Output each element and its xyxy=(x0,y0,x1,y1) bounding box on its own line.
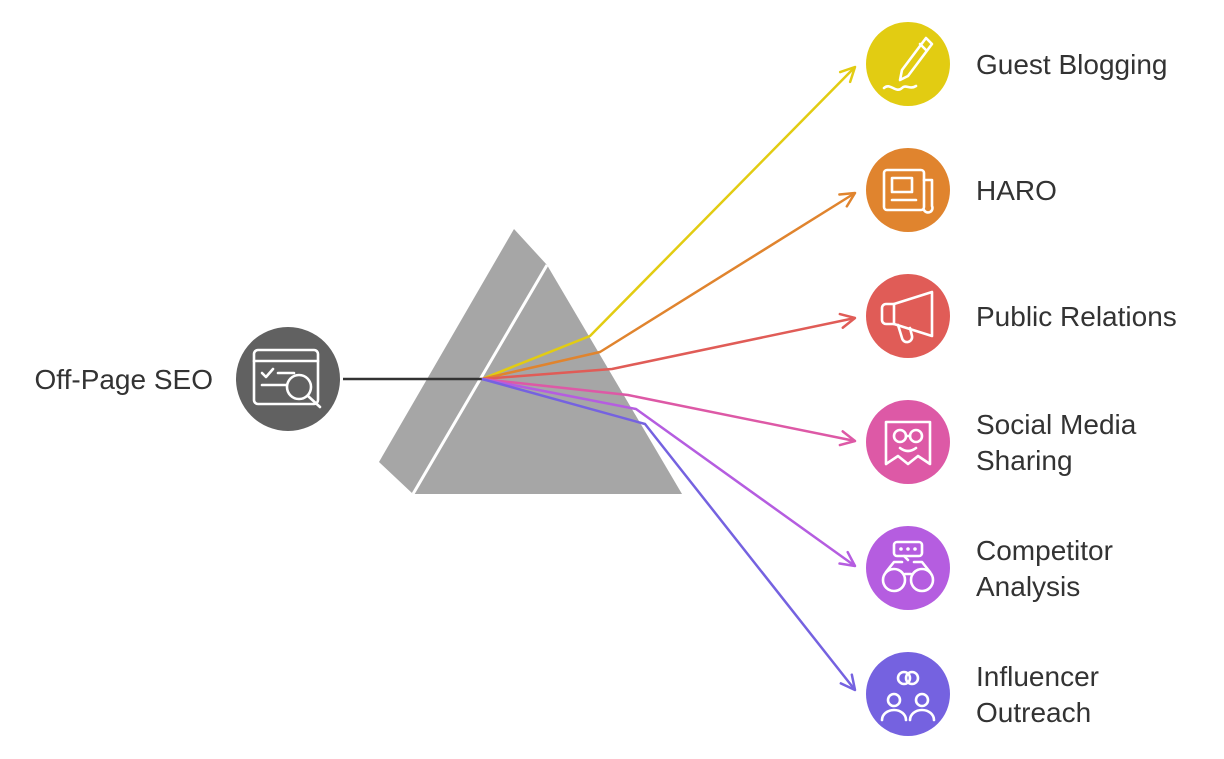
label-line: Guest Blogging xyxy=(976,49,1167,80)
node-label: Guest Blogging xyxy=(976,49,1167,80)
ray-social-media-sharing xyxy=(481,377,857,447)
social-glasses-icon xyxy=(884,420,932,466)
label-line: Sharing xyxy=(976,445,1073,476)
label-line: Social Media xyxy=(976,409,1137,440)
arrowhead xyxy=(838,65,857,84)
arrowhead xyxy=(838,191,857,208)
label-line: Analysis xyxy=(976,571,1080,602)
ray-line xyxy=(481,377,856,443)
node-circle xyxy=(866,526,950,610)
arrowhead xyxy=(838,550,857,568)
node-label: HARO xyxy=(976,175,1057,206)
source-label: Off-Page SEO xyxy=(35,364,213,395)
label-line: Competitor xyxy=(976,535,1113,566)
label-line: Public Relations xyxy=(976,301,1177,332)
pen-writing-icon xyxy=(882,36,934,91)
source-node: Off-Page SEO xyxy=(35,327,340,431)
rays xyxy=(481,65,857,692)
arrowhead xyxy=(838,430,857,447)
prism-front-face xyxy=(413,265,682,494)
prism xyxy=(379,229,682,495)
ray-public-relations xyxy=(481,312,857,381)
binoculars-icon xyxy=(881,540,935,593)
node-circle xyxy=(866,148,950,232)
web-search-icon xyxy=(252,348,322,409)
ellipsis-icon xyxy=(899,547,917,551)
ray-line xyxy=(481,66,856,381)
label-line: Outreach xyxy=(976,697,1091,728)
node-circle xyxy=(866,274,950,358)
node-guest-blogging: Guest Blogging xyxy=(866,22,1167,106)
node-label: Influencer Outreach xyxy=(976,661,1107,728)
node-label: Public Relations xyxy=(976,301,1177,332)
node-circle xyxy=(866,400,950,484)
ray-line xyxy=(481,377,856,568)
ray-line xyxy=(481,377,856,691)
megaphone-icon xyxy=(880,290,934,344)
node-label: Competitor Analysis xyxy=(976,535,1121,602)
ray-haro xyxy=(481,191,857,381)
node-influencer-outreach: Influencer Outreach xyxy=(866,652,1107,736)
node-circle xyxy=(866,652,950,736)
label-line: HARO xyxy=(976,175,1057,206)
arrowhead xyxy=(838,312,857,329)
people-connection-icon xyxy=(880,670,936,722)
ray-guest-blogging xyxy=(481,65,857,381)
newspaper-icon xyxy=(882,168,934,214)
node-social-media-sharing: Social Media Sharing xyxy=(866,400,1144,484)
ray-competitor-analysis xyxy=(481,377,857,568)
ray-line xyxy=(481,316,856,381)
arrowhead xyxy=(839,673,857,692)
node-public-relations: Public Relations xyxy=(866,274,1177,358)
node-competitor-analysis: Competitor Analysis xyxy=(866,526,1121,610)
prism-back-face xyxy=(379,229,547,494)
ray-line xyxy=(481,191,856,381)
node-haro: HARO xyxy=(866,148,1057,232)
node-label: Social Media Sharing xyxy=(976,409,1144,476)
source-circle xyxy=(236,327,340,431)
label-line: Influencer xyxy=(976,661,1099,692)
ray-influencer-outreach xyxy=(481,377,857,692)
